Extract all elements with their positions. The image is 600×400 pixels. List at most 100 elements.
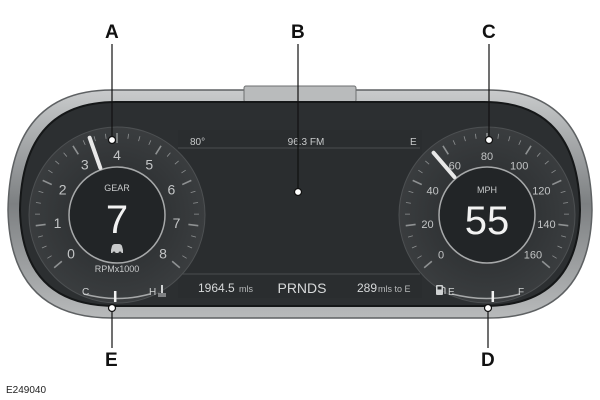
tachometer-tick-mark: [53, 260, 63, 269]
fuel-empty-label: E: [448, 287, 455, 298]
tachometer-tick-mark: [93, 136, 96, 142]
fuel-full-label: F: [518, 287, 524, 298]
callout-a: A: [105, 22, 119, 43]
callout-d-dot: [483, 303, 493, 313]
speedometer-tick-label: 140: [537, 219, 555, 231]
radio-station: 96.3 FM: [288, 137, 325, 148]
speedometer-tick-mark: [425, 160, 430, 165]
tachometer-tick-mark: [193, 202, 199, 204]
tachometer-tick-mark: [47, 255, 52, 259]
tachometer-tick-label: 4: [113, 147, 121, 163]
speedometer-tick-mark: [418, 169, 423, 174]
tachometer-tick-mark: [182, 255, 187, 259]
tachometer-tick-mark: [48, 169, 53, 174]
speedometer-tick-mark: [536, 152, 541, 157]
fuel-gauge: E F: [436, 285, 524, 302]
tachometer-tick-mark: [42, 179, 53, 186]
callout-e: E: [105, 350, 118, 371]
tachometer-tick-mark: [191, 235, 197, 238]
range-unit: mls to E: [378, 284, 411, 294]
speedometer-tick-mark: [518, 140, 522, 146]
tachometer-tick-label: 2: [59, 182, 67, 198]
speedometer-tick-mark: [405, 223, 416, 227]
tachometer-tick-label: 1: [54, 215, 62, 231]
fuel-pump-icon: [436, 285, 446, 295]
tachometer-needle: [87, 135, 103, 170]
speedometer-tick-mark: [411, 245, 417, 249]
speedometer-tick-mark: [497, 133, 499, 139]
speedometer-tick-mark: [417, 255, 422, 259]
speedometer-tick-mark: [408, 190, 414, 194]
tachometer-tick-mark: [55, 160, 60, 165]
speedometer-needle: [431, 150, 457, 180]
speedometer-tick-mark: [541, 260, 551, 269]
speedometer-tick-mark: [508, 136, 511, 142]
tachometer-tick-label: 5: [145, 156, 153, 172]
speedometer-tick-mark: [405, 202, 411, 204]
tachometer-tick-mark: [37, 235, 43, 238]
callout-e-dot: [107, 303, 117, 313]
gear-selector: PRNDS: [277, 280, 326, 296]
tachometer-tick-mark: [138, 136, 141, 142]
tachometer-tick-mark: [72, 145, 79, 155]
callout-a-dot: [107, 135, 117, 145]
hood-tab: [243, 85, 357, 103]
tachometer-tick-mark: [35, 223, 46, 227]
speedometer-tick-mark: [551, 179, 562, 186]
speedometer-tick-mark: [561, 235, 567, 238]
odometer-unit: mls: [239, 284, 253, 294]
speedometer-tick-mark: [463, 136, 466, 142]
speedometer-tick-label: 40: [426, 186, 438, 198]
tachometer-inner-ring: [68, 166, 166, 264]
speedometer-tick-mark: [475, 133, 477, 139]
speed-unit-label: MPH: [477, 185, 497, 195]
temperature-hot-label: H: [149, 287, 156, 298]
gear-value: 7: [106, 198, 128, 242]
callout-b-dot: [293, 187, 303, 197]
tachometer-tick-mark: [187, 245, 193, 249]
tachometer-tick-mark: [82, 140, 86, 146]
speedometer-tick-label: 160: [524, 250, 542, 262]
speedometer-tick-label: 60: [449, 160, 461, 172]
tachometer-tick-label: 8: [159, 246, 167, 262]
tachometer-tick-mark: [190, 190, 196, 194]
tachometer-tick-mark: [63, 152, 68, 157]
tachometer-tick-label: 0: [67, 246, 75, 262]
speedometer-tick-label: 120: [532, 186, 550, 198]
tachometer-tick-mark: [181, 169, 186, 174]
speedometer-tick-label: 100: [510, 160, 528, 172]
temperature-cold-label: C: [82, 287, 89, 298]
speedometer-tick-mark: [407, 235, 413, 238]
speedometer-tick-label: 20: [421, 219, 433, 231]
speedometer-inner-ring: [438, 166, 536, 264]
speedometer-tick-mark: [551, 169, 556, 174]
odometer-value: 1964.5: [198, 281, 235, 295]
tachometer-tick-mark: [181, 179, 192, 186]
fuel-gauge-arc: [451, 293, 521, 300]
callout-d: D: [481, 350, 495, 371]
tachometer-tick-mark: [38, 190, 44, 194]
tachometer-tick-mark: [174, 160, 179, 165]
callout-b: B: [291, 22, 305, 43]
speedometer-tick-mark: [423, 260, 433, 269]
tachometer-tick-mark: [155, 145, 162, 155]
tachometer-tick-mark: [127, 133, 129, 139]
callout-c-dot: [484, 135, 494, 145]
compass-heading: E: [410, 137, 417, 148]
coolant-temperature-icon: [158, 285, 166, 297]
tachometer-tick-mark: [188, 223, 199, 227]
temperature-gauge-arc: [83, 293, 151, 300]
speedometer-tick-mark: [552, 255, 557, 259]
gear-label: GEAR: [104, 183, 130, 193]
speedometer-tick-mark: [560, 190, 566, 194]
range-value: 289: [357, 281, 377, 295]
speed-value: 55: [465, 199, 510, 243]
callout-c: C: [482, 22, 496, 43]
tachometer-tick-label: 3: [81, 156, 89, 172]
tachometer-tick-mark: [148, 140, 152, 146]
speedometer-tick-mark: [442, 145, 449, 155]
tachometer-tick-mark: [41, 245, 47, 249]
tachometer-tick-label: 7: [173, 215, 181, 231]
